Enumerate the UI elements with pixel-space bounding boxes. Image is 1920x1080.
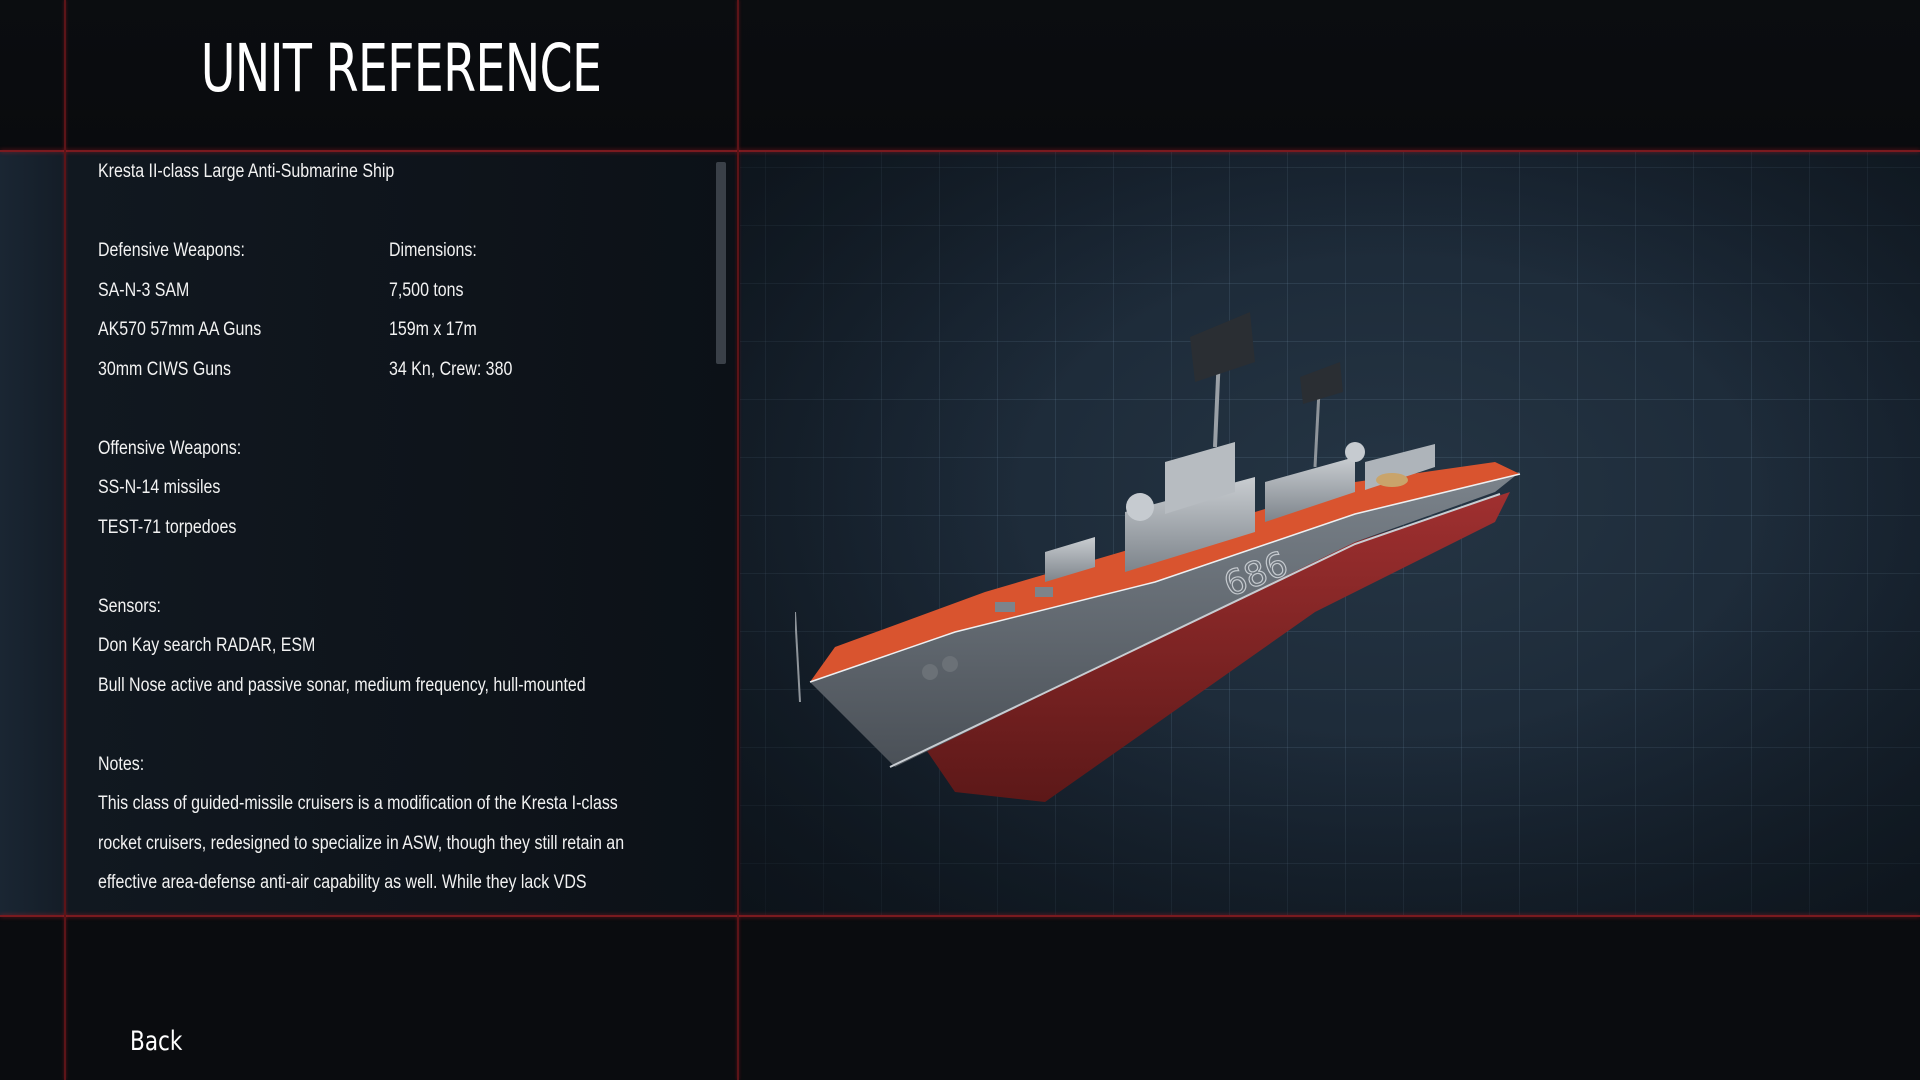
back-button[interactable]: Back	[130, 1026, 183, 1057]
defensive-weapon-item: SA-N-3 SAM	[98, 279, 190, 301]
info-scrollbar[interactable]	[716, 162, 726, 364]
offensive-weapons-label: Offensive Weapons:	[98, 437, 242, 459]
offensive-weapon-item: TEST-71 torpedoes	[98, 516, 237, 538]
divider-line	[0, 915, 1920, 917]
stats-row: 30mm CIWS Guns 34 Kn, Crew: 380	[98, 350, 698, 390]
unit-info-text: Kresta II-class Large Anti-Submarine Shi…	[98, 152, 698, 903]
header-bar	[0, 0, 1920, 151]
stats-row: SA-N-3 SAM 7,500 tons	[98, 271, 698, 311]
unit-name: Kresta II-class Large Anti-Submarine Shi…	[98, 161, 395, 182]
ship-model: 686	[795, 312, 1521, 802]
notes-label: Notes:	[98, 753, 145, 775]
divider-line	[64, 0, 66, 1080]
stats-row: AK570 57mm AA Guns 159m x 17m	[98, 310, 698, 350]
notes-line: effective area-defense anti-air capabili…	[98, 872, 587, 893]
defensive-weapon-item: AK570 57mm AA Guns	[98, 319, 262, 340]
ship-model-viewer[interactable]: 686	[740, 152, 1920, 915]
sensor-item: Don Kay search RADAR, ESM	[98, 635, 316, 656]
divider-line	[0, 150, 1920, 152]
offensive-weapon-item: SS-N-14 missiles	[98, 477, 221, 498]
stats-row: Defensive Weapons: Dimensions:	[98, 231, 698, 271]
left-gutter	[0, 152, 64, 915]
unit-info-panel[interactable]: Kresta II-class Large Anti-Submarine Shi…	[66, 152, 736, 915]
notes-line: rocket cruisers, redesigned to specializ…	[98, 832, 625, 854]
defensive-weapon-item: 30mm CIWS Guns	[98, 358, 232, 380]
dimensions-label: Dimensions:	[389, 240, 477, 261]
defensive-weapons-label: Defensive Weapons:	[98, 240, 245, 261]
sensor-item: Bull Nose active and passive sonar, medi…	[98, 674, 586, 696]
dimension-item: 159m x 17m	[389, 319, 477, 340]
dimension-item: 34 Kn, Crew: 380	[389, 358, 513, 380]
notes-line: This class of guided-missile cruisers is…	[98, 793, 618, 814]
page-title: UNIT REFERENCE	[200, 30, 602, 107]
footer-bar	[0, 917, 1920, 1080]
dimension-item: 7,500 tons	[389, 279, 464, 301]
divider-line	[737, 0, 739, 1080]
sensors-label: Sensors:	[98, 595, 161, 617]
